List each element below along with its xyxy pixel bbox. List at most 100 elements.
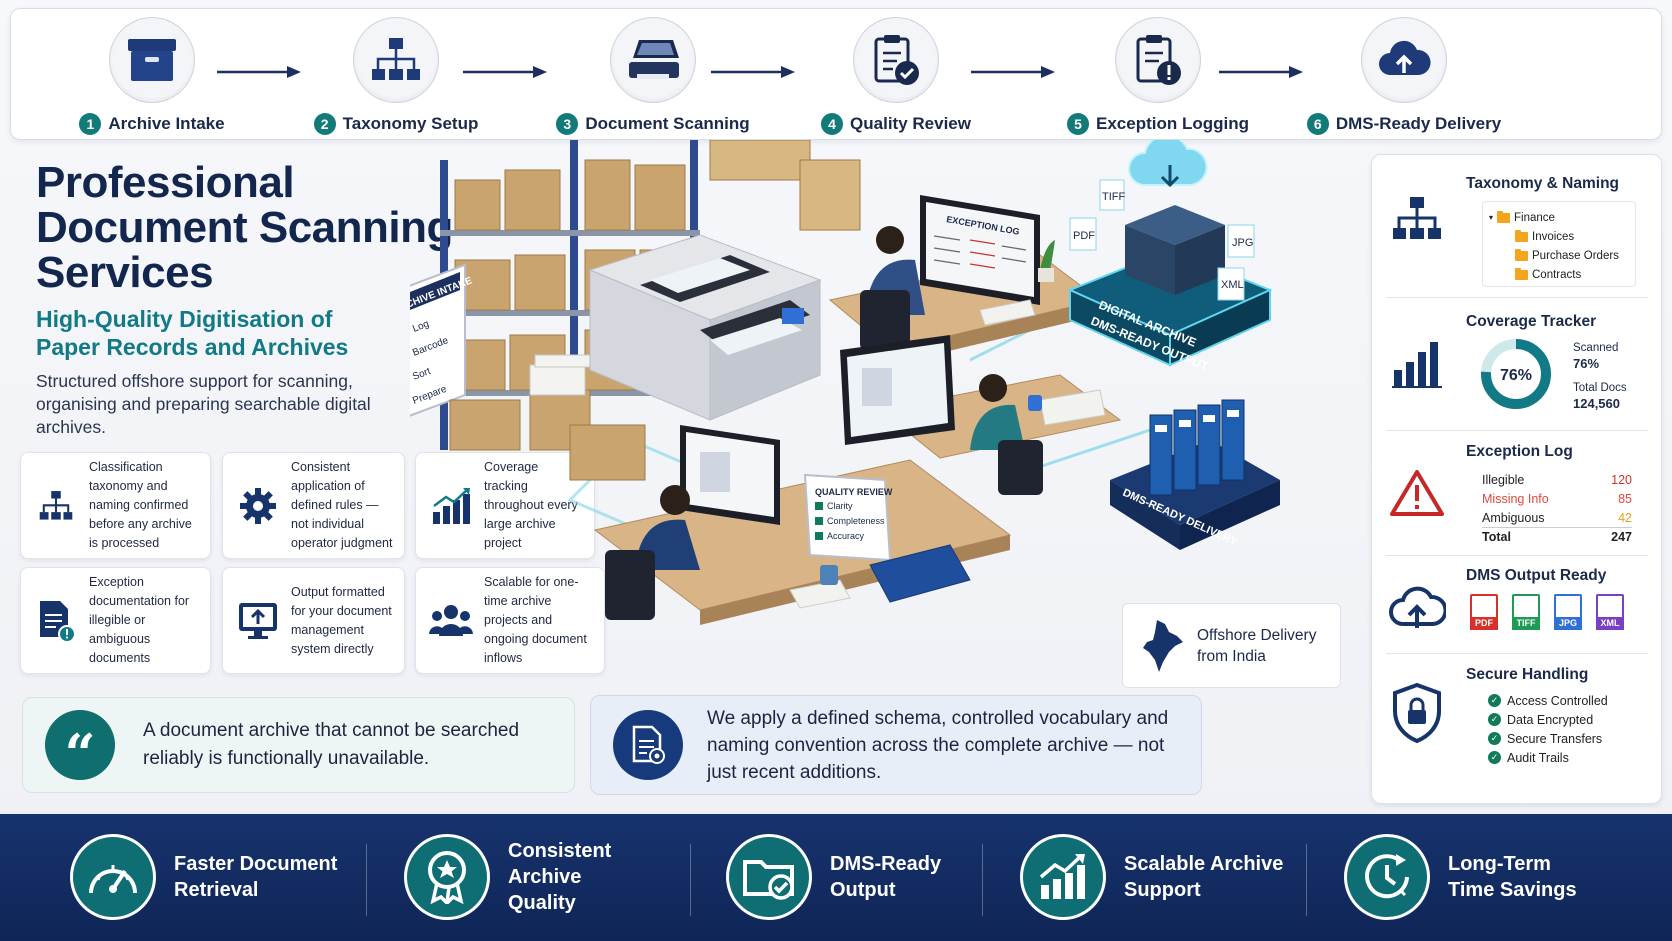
speedometer-icon	[70, 834, 156, 920]
offshore-delivery-card: Offshore Delivery from India	[1122, 603, 1341, 688]
hierarchy-icon	[353, 17, 439, 103]
feature-text: Exception documentation for illegible or…	[89, 575, 190, 665]
folder-icon	[1515, 248, 1528, 261]
process-step-archive-intake[interactable]: 1 Archive Intake	[37, 17, 267, 137]
tree-item[interactable]: Contracts	[1489, 265, 1635, 284]
offshore-line2: from India	[1197, 647, 1266, 665]
arrow-right-icon	[711, 66, 795, 78]
folder-check-icon	[726, 834, 812, 920]
step-number: 6	[1306, 113, 1329, 135]
coverage-section: Coverage Tracker 76% Scanned 76% Total D…	[1386, 298, 1648, 431]
step-number: 5	[1067, 113, 1089, 135]
secure-handling-title: Secure Handling	[1466, 666, 1589, 683]
page-description: Structured offshore support for scanning…	[36, 371, 371, 437]
bar-chart-icon	[1386, 336, 1448, 390]
divider	[1306, 844, 1307, 916]
taxonomy-tree: ▾Finance Invoices Purchase Orders Contra…	[1482, 201, 1636, 287]
exception-log-workstation: EXCEPTION LOG	[828, 195, 1102, 365]
shield-lock-icon	[1386, 682, 1448, 744]
divider	[690, 844, 691, 916]
folder-icon	[1497, 210, 1511, 223]
secure-handling-section: Secure Handling ✓Access Controlled ✓Data…	[1386, 654, 1648, 804]
archive-box-icon	[109, 17, 195, 103]
pdf-file-icon: PDF	[1470, 594, 1498, 630]
archive-intake-sign: ARCHIVE INTAKE Log Barcode Sort Prepare	[410, 263, 474, 417]
status-panel: Taxonomy & Naming ▾Finance Invoices Purc…	[1371, 154, 1662, 804]
tree-item-root[interactable]: ▾Finance	[1489, 210, 1555, 224]
check-circle-icon: ✓	[1488, 694, 1501, 707]
jpg-file-icon: JPG	[1554, 594, 1582, 630]
team-icon	[426, 602, 476, 640]
step-number: 1	[79, 113, 102, 135]
chevron-down-icon: ▾	[1489, 213, 1494, 222]
feature-text: Consistent application of defined rules …	[291, 460, 393, 550]
folder-icon	[1515, 267, 1528, 280]
warning-triangle-icon	[1386, 469, 1448, 517]
svg-text:TIFF: TIFF	[1102, 191, 1125, 203]
monitor-upload-icon	[233, 601, 283, 641]
cloud-upload-icon	[1361, 17, 1447, 103]
clock-refresh-icon	[1344, 834, 1430, 920]
award-badge-icon	[404, 834, 490, 920]
gear-icon	[233, 486, 283, 526]
scanning-operator-workstation	[840, 335, 1122, 495]
hierarchy-icon	[31, 488, 81, 524]
secure-item: ✓Access Controlled	[1488, 691, 1608, 710]
document-alert-icon	[31, 599, 81, 643]
step-label: Taxonomy Setup	[342, 114, 479, 133]
india-map-icon	[1143, 619, 1183, 672]
svg-text:Clarity: Clarity	[827, 501, 853, 511]
step-number: 4	[821, 113, 844, 135]
bar-chart-icon	[426, 486, 476, 526]
check-circle-icon: ✓	[1488, 751, 1501, 764]
file-format-tags: TIFF PDF JPG XML	[1069, 179, 1255, 301]
page-title: Professional Document Scanning Services	[36, 158, 453, 297]
arrow-right-icon	[1219, 66, 1303, 78]
dms-delivery-binders: DMS-READY DELIVERY	[1110, 399, 1280, 550]
process-step-dms-ready-delivery[interactable]: 6 DMS-Ready Delivery	[1289, 17, 1519, 137]
page-subtitle: High-Quality Digitisation of Paper Recor…	[36, 306, 349, 360]
process-step-exception-logging[interactable]: 5 Exception Logging	[1043, 17, 1273, 137]
step-number: 3	[556, 113, 579, 135]
step-label: Quality Review	[850, 114, 971, 133]
tree-item[interactable]: Invoices	[1489, 227, 1635, 246]
exception-log-title: Exception Log	[1466, 443, 1573, 460]
tree-item[interactable]: Purchase Orders	[1489, 246, 1635, 265]
xml-file-icon: XML	[1596, 594, 1624, 630]
process-step-quality-review[interactable]: 4 Quality Review	[781, 17, 1011, 137]
step-label: Archive Intake	[108, 114, 225, 133]
office-illustration: ARCHIVE INTAKE Log Barcode Sort Prepare	[410, 140, 1280, 625]
arrow-right-icon	[463, 66, 547, 78]
clipboard-alert-icon	[1115, 17, 1201, 103]
feature-card-scalable: Scalable for one-time archive projects a…	[415, 567, 605, 674]
arrow-right-icon	[971, 66, 1055, 78]
coverage-donut: 76%	[1481, 339, 1551, 409]
coverage-title: Coverage Tracker	[1466, 313, 1597, 330]
quote-text: A document archive that cannot be search…	[143, 720, 520, 769]
coverage-arc	[1481, 339, 1551, 409]
cloud-upload-icon	[1386, 584, 1448, 632]
quality-review-workstation: QUALITY REVIEW Clarity Completeness Accu…	[593, 425, 1012, 625]
step-label: Exception Logging	[1096, 114, 1249, 133]
feature-card-rules: Consistent application of defined rules …	[222, 452, 405, 559]
svg-text:XML: XML	[1221, 279, 1244, 291]
step-label: DMS-Ready Delivery	[1335, 114, 1502, 133]
coverage-stats: Scanned 76% Total Docs 124,560	[1573, 342, 1627, 411]
